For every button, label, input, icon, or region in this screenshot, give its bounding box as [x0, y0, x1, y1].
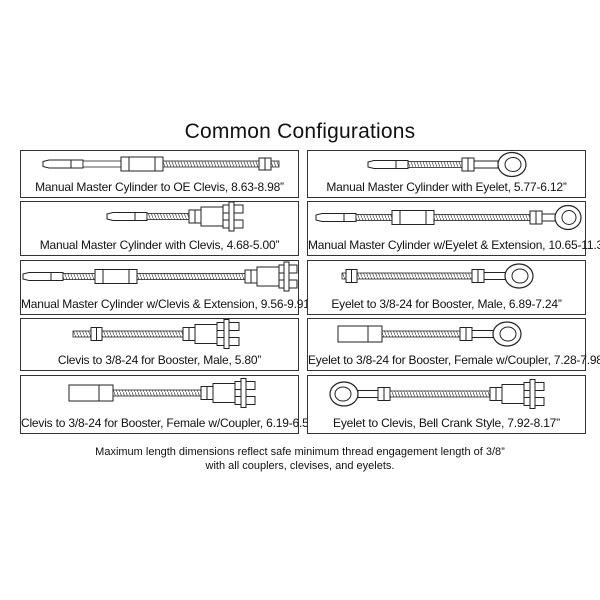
config-label: Manual Master Cylinder with Eyelet, 5.77… [326, 180, 567, 194]
config-label: Eyelet to 3/8-24 for Booster, Male, 6.89… [331, 297, 562, 311]
config-cell-manual-master-with-eyelet: Manual Master Cylinder with Eyelet, 5.77… [307, 150, 586, 198]
config-label: Manual Master Cylinder w/Clevis & Extens… [21, 297, 314, 311]
config-label: Clevis to 3/8-24 for Booster, Female w/C… [21, 416, 319, 430]
config-label: Clevis to 3/8-24 for Booster, Male, 5.80… [57, 353, 262, 367]
footnote-line-1: Maximum length dimensions reflect safe m… [95, 446, 505, 458]
pushrod-assembly-illustration [341, 263, 534, 289]
pushrod-assembly-illustration [72, 319, 240, 349]
pushrod-assembly-illustration [329, 379, 545, 409]
config-label: Manual Master Cylinder to OE Clevis, 8.6… [35, 180, 284, 194]
pushrod-assembly-illustration [367, 151, 527, 178]
config-cell-eyelet-male-booster: Eyelet to 3/8-24 for Booster, Male, 6.89… [307, 260, 586, 315]
pushrod-assembly-illustration [42, 156, 280, 172]
config-cell-manual-master-with-clevis: Manual Master Cylinder with Clevis, 4.68… [20, 201, 299, 256]
pushrod-assembly-illustration [68, 378, 256, 408]
page-title: Common Configurations [184, 120, 416, 143]
config-cell-clevis-male-booster: Clevis to 3/8-24 for Booster, Male, 5.80… [20, 318, 299, 371]
config-cell-eyelet-female-coupler: Eyelet to 3/8-24 for Booster, Female w/C… [307, 318, 600, 371]
config-cell-clevis-female-coupler: Clevis to 3/8-24 for Booster, Female w/C… [20, 375, 319, 434]
config-label: Eyelet to 3/8-24 for Booster, Female w/C… [308, 353, 600, 367]
config-cell-eyelet-to-clevis-bell-crank: Eyelet to Clevis, Bell Crank Style, 7.92… [307, 375, 586, 434]
pushrod-assembly-illustration [337, 321, 522, 347]
config-cell-manual-master-clevis-extension: Manual Master Cylinder w/Clevis & Extens… [20, 260, 314, 315]
pushrod-assembly-illustration [315, 204, 582, 231]
config-label: Eyelet to Clevis, Bell Crank Style, 7.92… [333, 416, 560, 430]
footnote-line-2: with all couplers, clevises, and eyelets… [205, 460, 395, 472]
pushrod-assembly-illustration [22, 261, 298, 292]
config-cell-manual-master-eyelet-extension: Manual Master Cylinder w/Eyelet & Extens… [307, 201, 600, 256]
config-cell-manual-master-to-oe-clevis: Manual Master Cylinder to OE Clevis, 8.6… [20, 150, 299, 198]
config-label: Manual Master Cylinder w/Eyelet & Extens… [308, 238, 600, 252]
config-label: Manual Master Cylinder with Clevis, 4.68… [39, 238, 280, 252]
pushrod-assembly-illustration [106, 202, 244, 232]
